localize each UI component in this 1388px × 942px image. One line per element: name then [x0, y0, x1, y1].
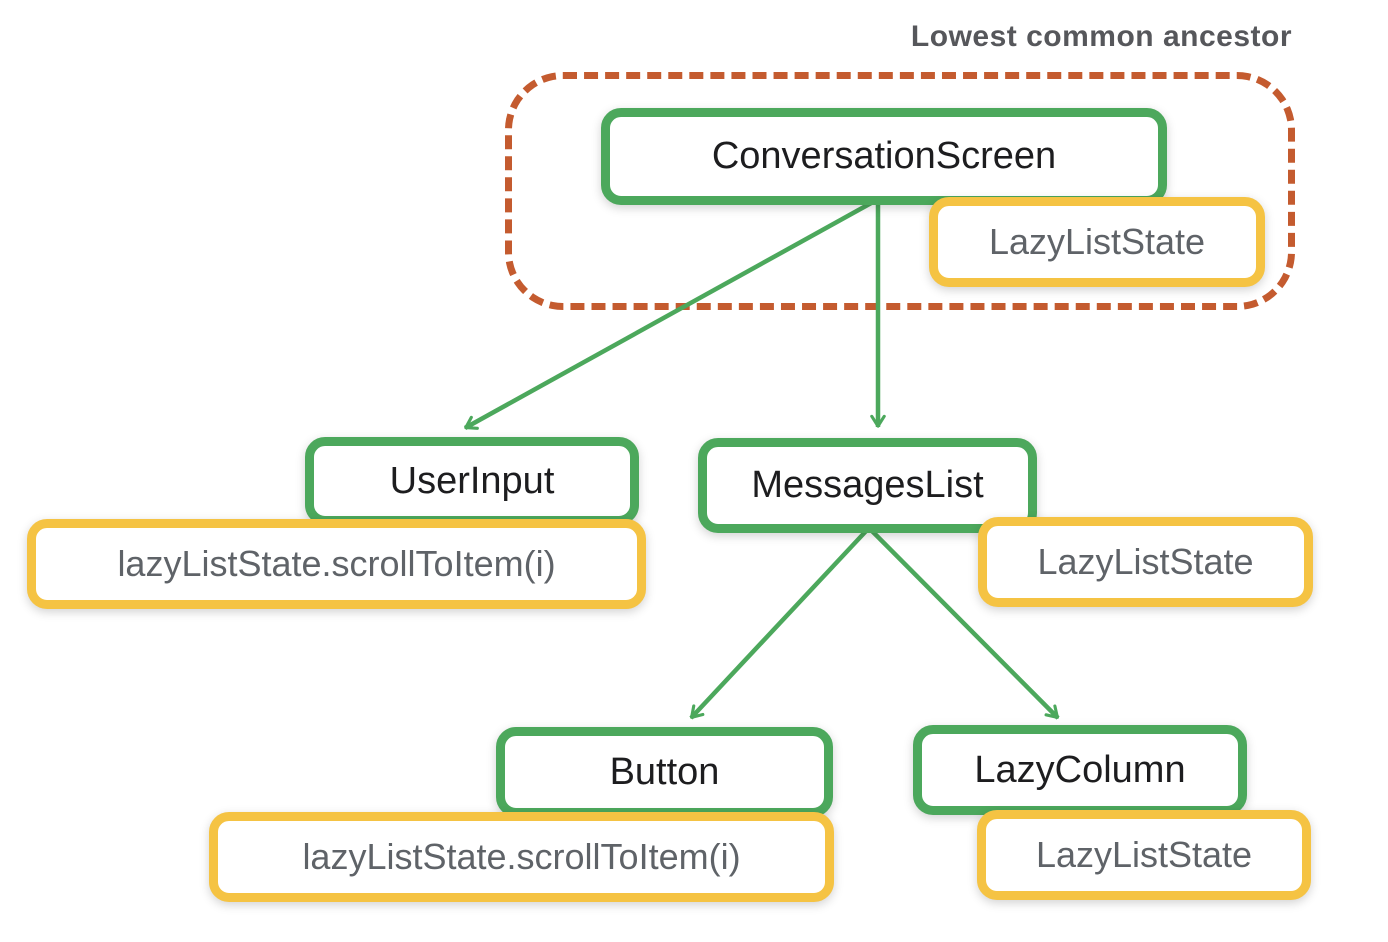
node-scrolltoitem-button: lazyListState.scrollToItem(i)	[209, 812, 834, 902]
edge-messageslist-button	[689, 528, 869, 720]
node-scrolltoitem-userinput: lazyListState.scrollToItem(i)	[27, 519, 646, 609]
lowest-common-ancestor-label: Lowest common ancestor	[910, 20, 1292, 53]
node-lazyliststate-lazycolumn: LazyListState	[977, 810, 1311, 900]
node-lazyliststate-hoisted: LazyListState	[929, 197, 1265, 287]
node-conversation-screen: ConversationScreen	[601, 108, 1167, 205]
node-lazy-column: LazyColumn	[913, 725, 1247, 815]
node-user-input: UserInput	[305, 437, 639, 525]
node-button: Button	[496, 727, 833, 817]
node-lazyliststate-messageslist: LazyListState	[978, 517, 1313, 607]
lowest-common-ancestor-outline	[505, 72, 1295, 310]
node-messages-list: MessagesList	[698, 438, 1037, 533]
